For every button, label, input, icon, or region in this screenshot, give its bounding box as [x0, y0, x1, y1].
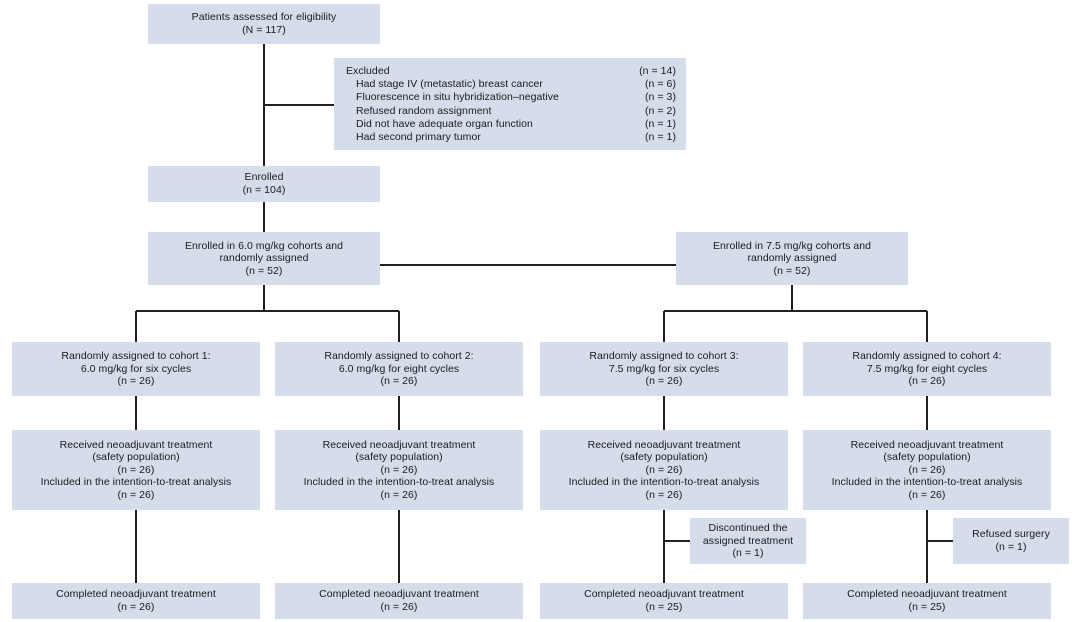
node-line: (n = 25) — [908, 601, 946, 613]
node-line: Enrolled — [244, 171, 284, 184]
node-line: Completed neoadjuvant treatment — [847, 588, 1007, 601]
node-line: (safety population) — [355, 451, 443, 464]
node-line: Refused surgery — [972, 528, 1050, 541]
node-line: Randomly assigned to cohort 3: — [589, 350, 739, 363]
node-line: Received neoadjuvant treatment — [587, 438, 741, 451]
node-line: (safety population) — [92, 451, 180, 464]
node-line: (n = 52) — [245, 264, 283, 277]
node-cohort3-completed: Completed neoadjuvant treatment (n = 25) — [540, 583, 788, 619]
node-line: (n = 26) — [908, 375, 946, 388]
node-line: Included in the intention-to-treat analy… — [40, 476, 232, 489]
node-cohort2-completed: Completed neoadjuvant treatment (n = 26) — [275, 583, 523, 619]
node-line: 7.5 mg/kg for six cycles — [608, 362, 720, 375]
node-line: (n = 26) — [380, 375, 418, 388]
node-line: (n = 26) — [908, 463, 946, 476]
node-line: (n = 26) — [117, 375, 155, 388]
node-line: Received neoadjuvant treatment — [322, 438, 476, 451]
node-line: Enrolled in 7.5 mg/kg cohorts and — [712, 239, 872, 252]
node-cohort1-assigned: Randomly assigned to cohort 1: 6.0 mg/kg… — [12, 342, 260, 396]
excluded-count: (n = 14) — [639, 65, 676, 77]
node-excluded: Excluded (n = 14) Had stage IV (metastat… — [334, 58, 686, 150]
node-line: (n = 26) — [645, 375, 683, 388]
node-line: (n = 1) — [732, 547, 764, 560]
node-line: (N = 117) — [242, 24, 286, 36]
node-line: (n = 26) — [117, 463, 155, 476]
node-line: (safety population) — [620, 451, 708, 464]
node-line: Randomly assigned to cohort 4: — [852, 350, 1002, 363]
node-line: 6.0 mg/kg for eight cycles — [338, 362, 460, 375]
node-line: Patients assessed for eligibility — [191, 11, 337, 24]
node-line: Discontinued the — [708, 522, 788, 535]
node-line: Enrolled in 6.0 mg/kg cohorts and — [184, 239, 344, 252]
node-line: (n = 26) — [645, 463, 683, 476]
excluded-label: Excluded — [346, 65, 390, 77]
excluded-count: (n = 6) — [645, 78, 676, 91]
node-line: (n = 26) — [380, 488, 418, 501]
node-cohort3-assigned: Randomly assigned to cohort 3: 7.5 mg/kg… — [540, 342, 788, 396]
node-cohort1-received: Received neoadjuvant treatment (safety p… — [12, 430, 260, 510]
node-line: 7.5 mg/kg for eight cycles — [866, 362, 988, 375]
excluded-row: Excluded (n = 14) — [346, 65, 676, 78]
node-enrolled: Enrolled (n = 104) — [148, 166, 380, 202]
node-line: (n = 52) — [773, 264, 811, 277]
node-line: randomly assigned — [219, 252, 309, 265]
node-cohort1-completed: Completed neoadjuvant treatment (n = 26) — [12, 583, 260, 619]
node-line: (n = 26) — [645, 488, 683, 501]
node-line: 6.0 mg/kg for six cycles — [80, 362, 192, 375]
node-line: (n = 26) — [380, 463, 418, 476]
excluded-label: Refused random assignment — [356, 104, 492, 117]
node-line: (safety population) — [883, 451, 971, 464]
node-line: Included in the intention-to-treat analy… — [568, 476, 760, 489]
node-line: (n = 1) — [995, 541, 1027, 553]
node-line: Completed neoadjuvant treatment — [56, 588, 216, 601]
node-line: (n = 104) — [242, 184, 286, 196]
node-cohort4-received: Received neoadjuvant treatment (safety p… — [803, 430, 1051, 510]
excluded-label: Did not have adequate organ function — [356, 117, 533, 130]
node-cohort2-assigned: Randomly assigned to cohort 2: 6.0 mg/kg… — [275, 342, 523, 396]
excluded-count: (n = 1) — [645, 117, 676, 130]
excluded-row: Fluorescence in situ hybridization–negat… — [346, 91, 676, 104]
excluded-row: Refused random assignment (n = 2) — [346, 105, 676, 118]
node-cohort2-received: Received neoadjuvant treatment (safety p… — [275, 430, 523, 510]
node-cohort4-assigned: Randomly assigned to cohort 4: 7.5 mg/kg… — [803, 342, 1051, 396]
node-line: Completed neoadjuvant treatment — [319, 588, 479, 601]
node-cohort4-refused-surgery: Refused surgery (n = 1) — [953, 518, 1069, 564]
excluded-label: Had stage IV (metastatic) breast cancer — [356, 78, 543, 91]
node-line: Randomly assigned to cohort 2: — [324, 350, 474, 363]
node-line: (n = 26) — [117, 601, 155, 613]
node-line: (n = 26) — [908, 488, 946, 501]
node-patients-assessed: Patients assessed for eligibility (N = 1… — [148, 4, 380, 44]
node-enrolled-75: Enrolled in 7.5 mg/kg cohorts and random… — [676, 232, 908, 285]
node-enrolled-60: Enrolled in 6.0 mg/kg cohorts and random… — [148, 232, 380, 285]
node-line: Received neoadjuvant treatment — [850, 438, 1004, 451]
node-line: Included in the intention-to-treat analy… — [831, 476, 1023, 489]
excluded-row: Did not have adequate organ function (n … — [346, 118, 676, 131]
node-line: randomly assigned — [747, 252, 837, 265]
node-line: assigned treatment — [702, 534, 794, 547]
node-line: Received neoadjuvant treatment — [59, 438, 213, 451]
excluded-row: Had stage IV (metastatic) breast cancer … — [346, 78, 676, 91]
excluded-row: Had second primary tumor (n = 1) — [346, 131, 676, 144]
node-cohort3-received: Received neoadjuvant treatment (safety p… — [540, 430, 788, 510]
node-cohort4-completed: Completed neoadjuvant treatment (n = 25) — [803, 583, 1051, 619]
node-line: Included in the intention-to-treat analy… — [303, 476, 495, 489]
excluded-label: Fluorescence in situ hybridization–negat… — [356, 91, 559, 104]
node-line: (n = 25) — [645, 601, 683, 613]
node-line: Completed neoadjuvant treatment — [584, 588, 744, 601]
excluded-count: (n = 1) — [645, 131, 676, 144]
node-cohort3-discontinued: Discontinued the assigned treatment (n =… — [690, 518, 806, 564]
node-line: Randomly assigned to cohort 1: — [61, 350, 211, 363]
excluded-count: (n = 3) — [645, 91, 676, 104]
excluded-label: Had second primary tumor — [356, 131, 481, 144]
node-line: (n = 26) — [380, 601, 418, 613]
excluded-count: (n = 2) — [645, 104, 676, 117]
node-line: (n = 26) — [117, 488, 155, 501]
